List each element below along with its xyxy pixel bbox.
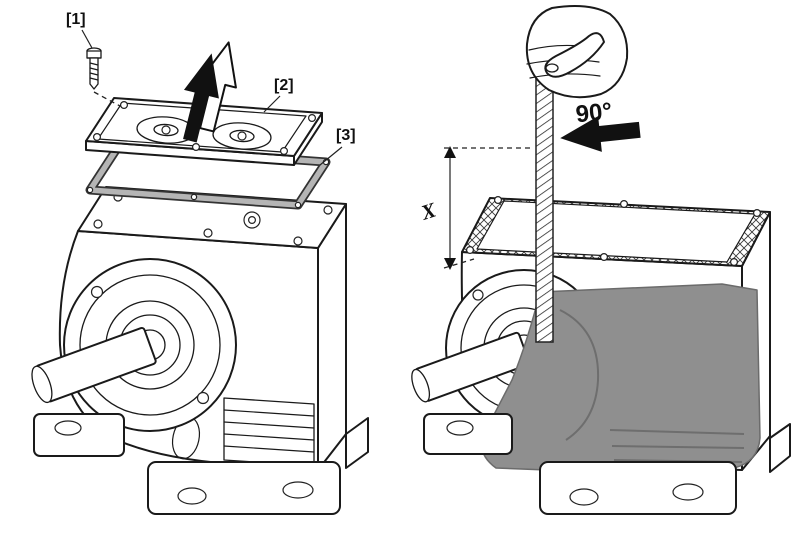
callout-3: [3]: [319, 127, 356, 166]
callout-3-leader: [319, 146, 343, 166]
thumbnail: [545, 63, 559, 73]
mounting-feet-left: [33, 413, 369, 515]
callout-1-label: [1]: [66, 11, 86, 28]
mounting-feet-right: [423, 413, 791, 515]
callout-2-label: [2]: [274, 77, 294, 94]
dimension-label: X: [417, 197, 440, 225]
callout-1: [1]: [66, 11, 93, 49]
left-figure-gear-unit: [1] [2] [3]: [31, 11, 369, 515]
callout-2: [2]: [263, 77, 294, 113]
callout-1-leader: [81, 29, 93, 49]
angle-annotation: 90°: [560, 98, 641, 152]
thumb: [544, 32, 605, 78]
gear-housing-left: [31, 186, 369, 515]
angle-arrow-icon: [560, 116, 641, 152]
screw: [86, 47, 121, 107]
screw-axis-line: [93, 91, 121, 107]
callout-2-leader: [263, 95, 281, 113]
callout-3-label: [3]: [336, 127, 356, 144]
right-figure-gear-unit: 90° X: [411, 5, 791, 515]
output-shaft-left: [31, 326, 157, 404]
cooling-fins-left: [223, 397, 315, 467]
hand: [525, 5, 629, 99]
output-shaft-right: [411, 331, 530, 403]
removal-arrow: [183, 53, 219, 143]
